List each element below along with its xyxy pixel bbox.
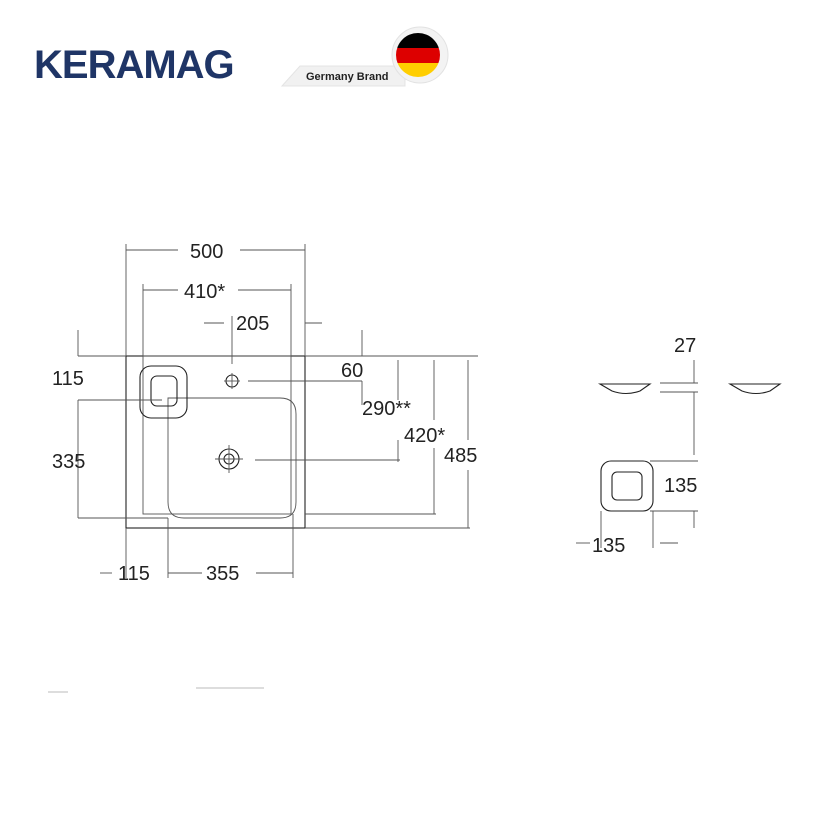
soap-tray xyxy=(139,365,188,419)
dim-top-margin-right: 60 xyxy=(341,360,363,382)
bowl-outline xyxy=(167,397,297,519)
badge-label: Germany Brand xyxy=(306,71,389,83)
basin-outline xyxy=(125,355,306,529)
tray-detail-inner xyxy=(611,471,643,501)
basin-top-view xyxy=(125,355,306,529)
side-view xyxy=(576,360,782,548)
top-view-dimension-labels: 500 410* 205 115 60 290** 420* 485 335 1… xyxy=(52,241,477,585)
drain-icon xyxy=(215,445,243,473)
dim-bottom-width: 355 xyxy=(206,563,239,585)
germany-brand-badge: Germany Brand xyxy=(280,26,449,87)
dim-height: 27 xyxy=(674,335,696,357)
tray-detail xyxy=(600,460,654,512)
profile-left xyxy=(597,383,652,395)
soap-tray-inner xyxy=(150,375,178,407)
dim-depth-335: 335 xyxy=(52,451,85,473)
dim-depth-420: 420* xyxy=(404,425,445,447)
dim-depth-total: 485 xyxy=(444,445,477,467)
dim-tap-offset: 205 xyxy=(236,313,269,335)
side-view-dimension-labels: 27 135 135 xyxy=(592,335,697,557)
brand-logo: KERAMAG xyxy=(34,43,234,87)
germany-flag-icon xyxy=(391,26,449,84)
dim-size-vertical: 135 xyxy=(664,475,697,497)
basin-inner-outline xyxy=(142,355,292,515)
scan-artifacts xyxy=(48,687,264,693)
profile-right xyxy=(727,383,782,395)
brand-header: KERAMAG Germany Brand xyxy=(34,26,449,87)
dim-size-horizontal: 135 xyxy=(592,535,625,557)
dim-width-inner: 410* xyxy=(184,281,225,303)
dim-depth-290: 290** xyxy=(362,398,411,420)
tap-hole-icon xyxy=(224,373,240,389)
dim-width-total: 500 xyxy=(190,241,223,263)
dim-top-margin-left: 115 xyxy=(52,368,84,390)
dim-bottom-left: 115 xyxy=(118,563,150,585)
top-view-dimension-lines xyxy=(77,244,478,578)
